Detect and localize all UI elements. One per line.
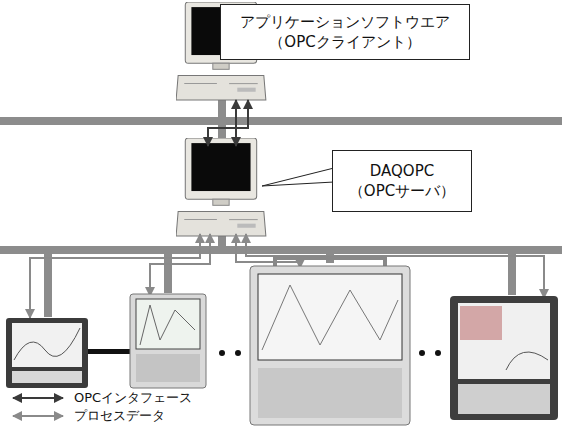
recorder-device [6, 318, 88, 388]
recorder-device [250, 258, 410, 425]
network-bar [0, 117, 562, 125]
legend-arrow [10, 392, 66, 404]
legend-row: OPCインタフェース [10, 389, 192, 407]
callout-text: アプリケーションソフトウエア （OPCクライアント） [227, 12, 463, 53]
recorder-device [450, 296, 558, 420]
legend: OPCインタフェースプロセスデータ [10, 389, 192, 425]
opc-arrow [235, 100, 237, 146]
network-bar [0, 246, 562, 254]
legend-text: OPCインタフェース [74, 389, 192, 407]
callout-box: DAQOPC （OPCサーバ） [332, 150, 472, 212]
legend-text: プロセスデータ [74, 407, 165, 425]
legend-arrow [10, 410, 66, 422]
callout-text: DAQOPC （OPCサーバ） [339, 161, 465, 202]
recorder-device [130, 294, 206, 388]
legend-row: プロセスデータ [10, 407, 192, 425]
server-pc [176, 138, 266, 236]
opc-arrow [208, 100, 248, 146]
callout-box: アプリケーションソフトウエア （OPCクライアント） [220, 4, 470, 60]
